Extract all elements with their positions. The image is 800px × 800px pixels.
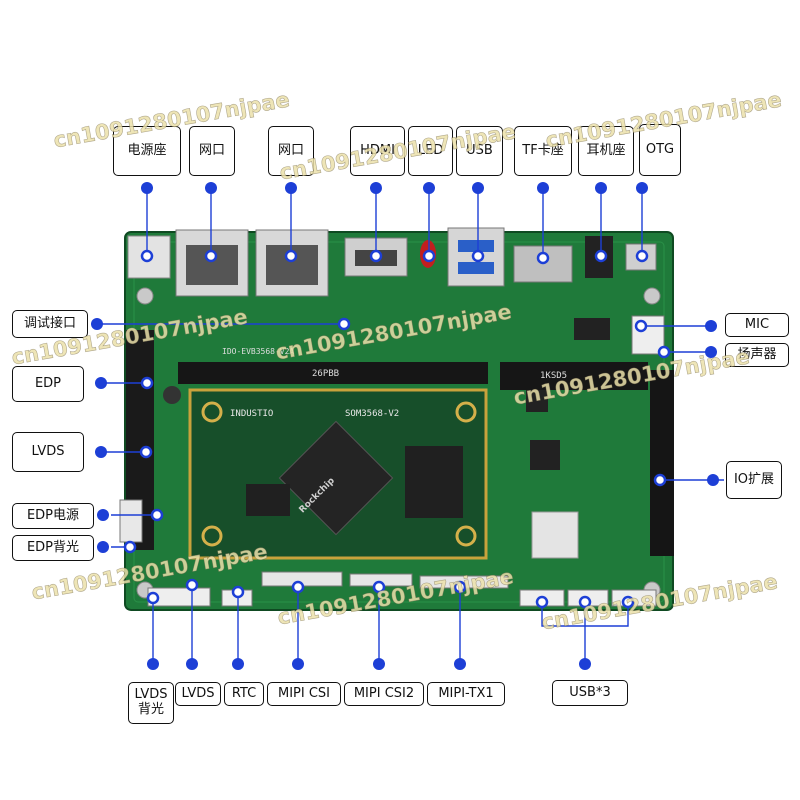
silkscreen-brand: INDUSTIO bbox=[230, 409, 273, 419]
label-ethernet-1: 网口 bbox=[189, 126, 235, 176]
silkscreen-board: IDO-EVB3568-V2A bbox=[222, 347, 294, 356]
label-hdmi: HDMI bbox=[350, 126, 405, 176]
label-rtc: RTC bbox=[224, 682, 264, 706]
label-lvds: LVDS bbox=[12, 432, 84, 472]
label-usb-x3: USB*3 bbox=[552, 680, 628, 706]
io-header-part bbox=[650, 370, 674, 556]
label-tf-card: TF卡座 bbox=[514, 126, 572, 176]
label-mipi-csi: MIPI CSI bbox=[267, 682, 341, 706]
leader-lines bbox=[97, 190, 724, 664]
label-io-expansion: IO扩展 bbox=[726, 461, 782, 499]
label-mipi-tx1: MIPI-TX1 bbox=[427, 682, 505, 706]
label-speaker: 扬声器 bbox=[725, 343, 789, 367]
callout-markers bbox=[91, 182, 719, 670]
usb-part bbox=[447, 227, 505, 287]
label-mic: MIC bbox=[725, 313, 789, 337]
silkscreen-som: SOM3568-V2 bbox=[345, 409, 399, 419]
label-otg: OTG bbox=[639, 124, 681, 176]
label-headphone: 耳机座 bbox=[578, 126, 634, 176]
label-edp-power: EDP电源 bbox=[12, 503, 94, 529]
silkscreen-slot2: 1KSD5 bbox=[540, 371, 567, 381]
label-lvds-backlight: LVDS 背光 bbox=[128, 682, 174, 724]
label-led: LED bbox=[408, 126, 453, 176]
label-mipi-csi2: MIPI CSI2 bbox=[344, 682, 424, 706]
label-ethernet-2: 网口 bbox=[268, 126, 314, 176]
rockchip-soc bbox=[278, 420, 394, 536]
label-edp-backlight: EDP背光 bbox=[12, 535, 94, 561]
label-power-jack: 电源座 bbox=[113, 126, 181, 176]
label-usb: USB bbox=[456, 126, 503, 176]
label-edp: EDP bbox=[12, 366, 84, 402]
silkscreen-slot: 26PBB bbox=[312, 369, 339, 379]
label-debug: 调试接口 bbox=[12, 310, 88, 338]
label-lvds-bottom: LVDS bbox=[175, 682, 221, 706]
